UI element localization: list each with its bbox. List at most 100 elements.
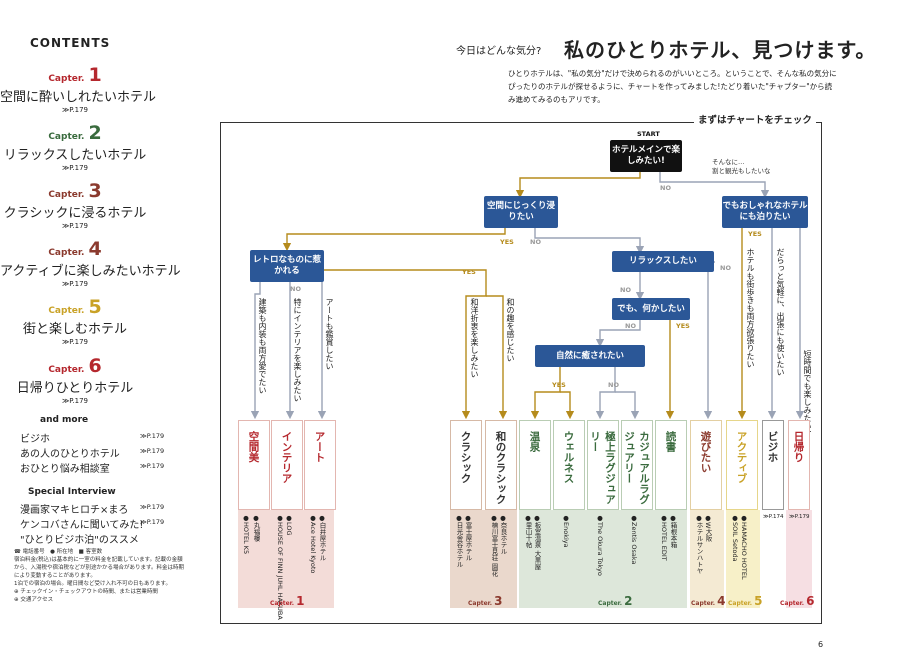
chapter-title: リラックスしたいホテル (3, 148, 147, 163)
question-hotel-main: ホテルメインで楽しみたい! (610, 140, 682, 172)
chapter-tag: Capter.5 (728, 594, 763, 608)
special-item-title: "ひとりビジホ泊"のススメ (20, 535, 139, 546)
hotel-name: ●奈良ホテル (499, 514, 507, 555)
question-nanika: でも、何かしたい (612, 298, 690, 320)
result-card: 極上ラグジュアリー (587, 420, 619, 510)
chapter-title: アクティブに楽しみたいホテル (0, 264, 181, 279)
chapter-page: ≫P.179 (61, 222, 89, 230)
no-label: NO (660, 184, 671, 192)
chapter-number: 3 (88, 180, 102, 202)
and-more-label: and more (40, 415, 89, 425)
note-line: 宿泊料金(税込)は基本的に一室の料金を記載しています。記載の金額から、入湯税や宿… (14, 557, 184, 579)
yes-label: YES (748, 230, 762, 238)
hotel-name: ●Enokiya (562, 514, 570, 548)
chapter-number: 5 (88, 296, 102, 318)
hotel-name: ●HOUSE OF FINN JUHL HAKUBA (276, 514, 284, 620)
result-card: アクティブ (726, 420, 758, 510)
chapter-tag: Capter.4 (691, 594, 726, 608)
branch-text: ホテルも街歩きも両方欲張りたい (746, 248, 755, 368)
hotel-name: ●白井屋ホテル (318, 514, 326, 561)
special-item-page: ≫P.179 (140, 518, 165, 526)
chapter-label: Capter. (48, 248, 85, 258)
chart-frame (220, 122, 822, 624)
hotel-name: ●W大阪 (704, 514, 712, 542)
chapter-entry[interactable]: Capter.2 リラックスしたいホテル≫P.179 (0, 122, 150, 172)
result-card: ウェルネス (553, 420, 585, 510)
chapter-tag: Capter.6 (780, 594, 815, 608)
note-line: ⊕ チェックイン・チェックアウトの時間、または営業時間 (14, 589, 158, 595)
hotel-name: ●楠川富士見荘 園花 (490, 514, 498, 577)
hotel-name: ●富士屋ホテル (464, 514, 472, 561)
more-item-page: ≫P.179 (140, 432, 165, 440)
contents-title: CONTENTS (30, 36, 111, 50)
question-sora: 空間にじっくり浸りたい (484, 196, 558, 228)
no-label: NO (620, 286, 631, 294)
chapter-title: 日帰りひとりホテル (16, 381, 134, 396)
special-interview-label: Special Interview (28, 487, 116, 497)
branch-text: アートも鑑賞したい (325, 298, 334, 370)
branch-text: だらっと気軽に、出張にも使いたい (776, 248, 785, 376)
chapter-entry[interactable]: Capter.3 クラシックに浸るホテル≫P.179 (0, 180, 150, 230)
chapter-label: Capter. (48, 365, 85, 375)
more-item-title: あの人のひとりホテル (20, 449, 120, 460)
special-item-title: 漫画家マキヒロチ×まろ (20, 505, 129, 516)
chapter6-panel (786, 510, 812, 608)
no-label: NO (720, 264, 731, 272)
note-sonnani: そんなに… 割と観光もしたいな (712, 158, 771, 175)
hotel-name: ●LOG (285, 514, 293, 536)
chapter3-panel (450, 510, 517, 608)
result-card: 日帰り (788, 420, 810, 510)
chapter-tag: Capter.1 (270, 594, 305, 608)
hotel-name: ●The Okura Tokyo (596, 514, 604, 576)
result-card: 温泉 (519, 420, 551, 510)
question-shizen: 自然に癒されたい (535, 345, 645, 367)
chapter-title: クラシックに浸るホテル (3, 206, 147, 221)
special-item-page: ≫P.179 (140, 503, 165, 511)
hotel-name: ●日光金谷ホテル (455, 514, 463, 568)
note-line: 1泊での宿泊の場合。曜日間など受け入れ不可の日もあります。 (14, 581, 171, 587)
special-item-title: ケンコバさんに聞いてみた! (20, 520, 144, 531)
more-item-title: ビジホ (20, 434, 50, 445)
note-line: ⊕ 交通アクセス (14, 597, 54, 603)
chapter-label: Capter. (48, 132, 85, 142)
hotel-name: ●ホテルサンハトヤ (695, 514, 703, 574)
chapter-page: ≫P.179 (61, 338, 89, 346)
chapter-number: 1 (88, 64, 102, 86)
chapter-label: Capter. (48, 306, 85, 316)
branch-text: 建築も内装も両方愛でたい (258, 298, 267, 394)
hotel-name: ●丸福樓 (252, 514, 260, 542)
yes-label: YES (500, 238, 514, 246)
hotel-name: ●Ace Hotel Kyoto (309, 514, 317, 574)
mood-tagline: 今日はどんな気分? (456, 46, 542, 57)
question-retro: レトロなものに惹かれる (250, 250, 324, 282)
notes: ☎ 電話番号 ● 所在地 ■ 客室数宿泊料金(税込)は基本的に一室の料金を記載し… (14, 548, 184, 604)
hotel-name: ●板室温泉 大黒屋 (533, 514, 541, 570)
result-card: インテリア (271, 420, 303, 510)
chapter1-panel (238, 510, 334, 608)
chapter-label: Capter. (48, 190, 85, 200)
question-relax: リラックスしたい (612, 251, 714, 272)
branch-text: 特にインテリアを楽しみたい (293, 298, 302, 402)
result-card: クラシック (450, 420, 482, 510)
hotel-name: ●SOIL Setoda (731, 514, 739, 562)
no-label: NO (625, 322, 636, 330)
branch-text: 短時間でも楽しみたい! (803, 350, 812, 434)
chapter5-panel (726, 510, 760, 608)
more-item-page: ≫P.179 (140, 447, 165, 455)
chapter-page: ≫P.179 (61, 164, 89, 172)
chapter-label: Capter. (48, 74, 85, 84)
result-card: 遊びたい (690, 420, 722, 510)
chapter-tag: Capter.3 (468, 594, 503, 608)
lead-text: ひとりホテルは、"私の気分"だけで決められるのがいいところ。ということで、そんな… (508, 69, 837, 104)
hotel-name: ●HOTEL K5 (242, 514, 250, 555)
higaeri-page: ≫P.179 (789, 514, 810, 520)
chapter-number: 4 (88, 238, 102, 260)
hotel-name: ●HOTEL EDIT (660, 514, 668, 561)
no-label: NO (608, 381, 619, 389)
chapter-number: 2 (88, 122, 102, 144)
